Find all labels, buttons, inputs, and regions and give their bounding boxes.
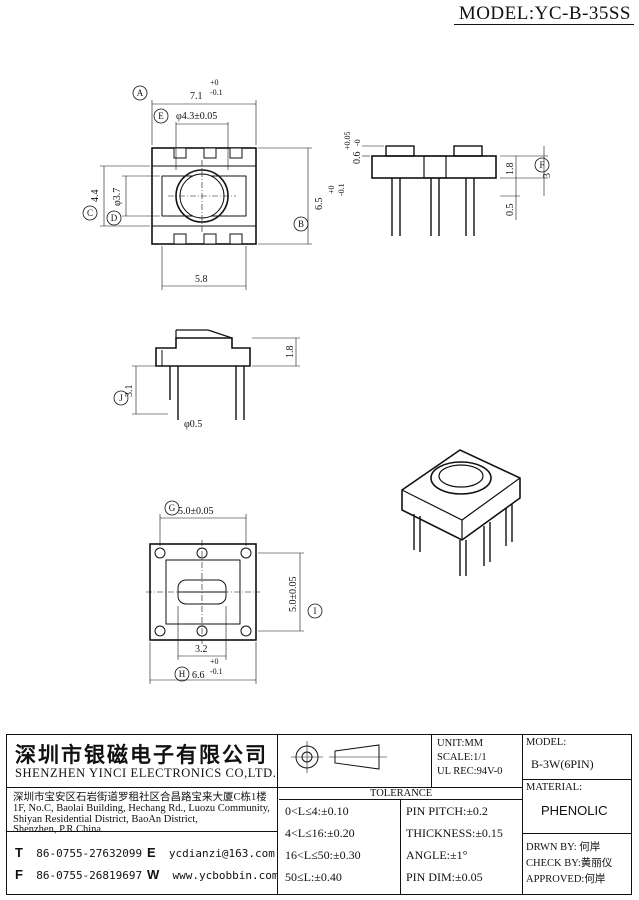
- pin-pitch: PIN PITCH:±0.2: [406, 804, 488, 818]
- callout-i: I: [314, 606, 317, 616]
- dim-a-width: 7.1: [190, 91, 203, 102]
- dim-b-tol-minus: -0.1: [337, 183, 346, 196]
- callout-c: C: [87, 208, 93, 218]
- side-view: [132, 329, 300, 420]
- tolerance-2: 4<L≤16:±0.20: [285, 826, 355, 840]
- callout-j: J: [119, 393, 123, 403]
- callout-e: E: [158, 111, 164, 121]
- scale-label: SCALE:1/1: [437, 752, 487, 763]
- callout-d: D: [111, 213, 118, 223]
- address-line-3: Shiyan Residential District, BaoAn Distr…: [13, 814, 198, 825]
- address-line-2: 1F, No.C, Baolai Building, Hechang Rd., …: [13, 803, 270, 814]
- dim-a-tol-plus: +0: [210, 78, 219, 87]
- dim-flange-tol-plus: +0.05: [343, 131, 352, 150]
- dim-a-tol-minus: -0.1: [210, 88, 223, 97]
- web-row: W www.ycbobbin.com: [147, 867, 279, 882]
- callout-b: B: [298, 219, 304, 229]
- address-line-4: Shenzhen, P.R.China: [13, 824, 102, 835]
- tel-row: T 86-0755-27632099: [15, 845, 143, 860]
- dim-f-total: 3: [542, 173, 553, 178]
- model-value: B-3W(6PIN): [531, 757, 594, 771]
- dim-i-pitch: 5.0±0.05: [288, 577, 299, 613]
- tolerance-title: TOLERANCE: [370, 788, 433, 799]
- callout-g: G: [169, 503, 176, 513]
- model-underline: [454, 24, 634, 25]
- tel-value: 86-0755-27632099: [36, 847, 143, 860]
- company-name-cn: 深圳市银磁电子有限公司: [15, 742, 268, 767]
- bottom-view: [146, 514, 304, 684]
- angle: ANGLE:±1°: [406, 848, 468, 862]
- dim-b-height: 6.5: [314, 198, 325, 211]
- check-by: CHECK BY:黄丽仪: [526, 858, 613, 869]
- top-view: [100, 100, 312, 290]
- dim-bottom-width: 5.8: [195, 274, 208, 285]
- material-value: PHENOLIC: [541, 803, 608, 818]
- dim-inner-pitch: 3.2: [195, 644, 208, 655]
- model-label: MODEL:: [526, 737, 567, 748]
- dim-f-body: 1.8: [505, 163, 516, 176]
- drawn-by: DRWN BY: 何岸: [526, 842, 601, 853]
- dim-b-tol-plus: +0: [327, 185, 336, 194]
- dim-g-pitch: 5.0±0.05: [178, 506, 214, 517]
- dim-side-height: 1.8: [285, 346, 296, 359]
- dim-j-pin: 3.1: [124, 385, 135, 398]
- fax-value: 86-0755-26819697: [36, 869, 143, 882]
- iso-view: [401, 449, 521, 576]
- dim-h-width: 6.6: [192, 670, 205, 681]
- callout-a: A: [137, 88, 144, 98]
- approved-by: APPROVED:何岸: [526, 874, 606, 885]
- company-name-en: SHENZHEN YINCI ELECTRONICS CO,LTD.: [15, 766, 277, 780]
- dim-flange-thk: 0.6: [352, 152, 363, 165]
- dim-d-dia: φ3.7: [112, 188, 123, 206]
- thickness: THICKNESS:±0.15: [406, 826, 503, 840]
- fax-row: F 86-0755-26819697: [15, 867, 143, 882]
- email-row: E ycdianzi@163.com: [147, 845, 275, 860]
- pin-dim: PIN DIM:±0.05: [406, 870, 483, 884]
- title-block: 深圳市银磁电子有限公司 SHENZHEN YINCI ELECTRONICS C…: [6, 734, 632, 895]
- tolerance-3: 16<L≤50:±0.30: [285, 848, 361, 862]
- dim-pin-dia: φ0.5: [184, 419, 202, 430]
- projection-symbol-icon: [291, 741, 387, 773]
- dim-bore: φ4.3±0.05: [176, 111, 217, 122]
- model-number: MODEL:YC-B-35SS: [458, 3, 631, 24]
- tolerance-4: 50≤L:±0.40: [285, 870, 342, 884]
- callout-f: F: [539, 160, 544, 170]
- front-view: [362, 145, 548, 236]
- drawing-canvas: 7.1 +0 -0.1 φ4.3±0.05 4.4 φ3.7 6.5 +0 -0…: [82, 78, 553, 684]
- dim-c-height: 4.4: [90, 190, 101, 203]
- dim-h-tol-plus: +0: [210, 657, 219, 666]
- tolerance-1: 0<L≤4:±0.10: [285, 804, 349, 818]
- dim-f-standoff: 0.5: [505, 204, 516, 217]
- dim-h-tol-minus: -0.1: [210, 667, 223, 676]
- ul-rec-label: UL REC:94V-0: [437, 766, 503, 777]
- web-value: www.ycbobbin.com: [172, 869, 279, 882]
- email-value: ycdianzi@163.com: [168, 847, 275, 860]
- material-label: MATERIAL:: [526, 782, 582, 793]
- address-line-1: 深圳市宝安区石岩街道罗租社区合昌路宝来大厦C栋1楼: [13, 792, 267, 803]
- dim-flange-tol-minus: -0: [353, 139, 362, 146]
- unit-label: UNIT:MM: [437, 738, 484, 749]
- callout-h: H: [179, 669, 186, 679]
